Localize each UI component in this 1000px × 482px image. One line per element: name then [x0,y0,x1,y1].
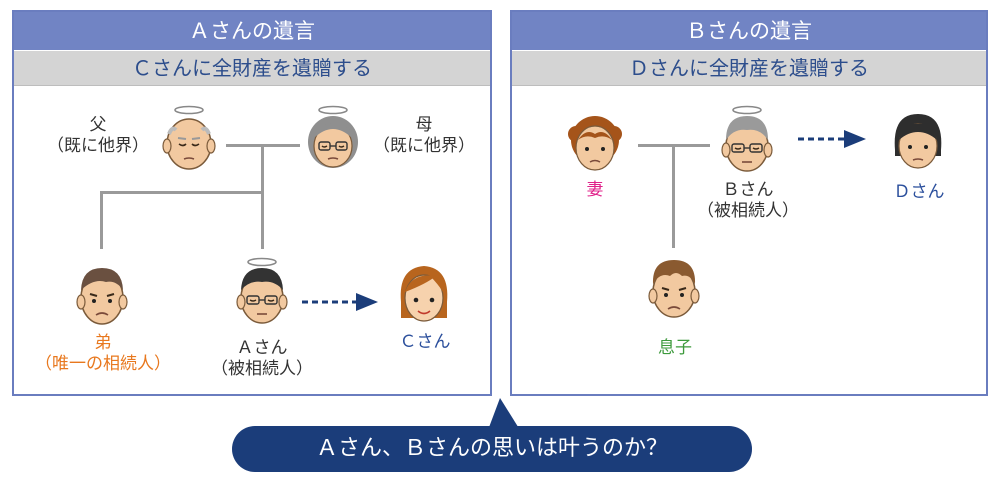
panel-b-will: Ｂさんの遺言 Ｄさんに全財産を遺贈する [510,10,988,396]
elderly-woman-deceased-icon [308,105,358,168]
man-face-icon [76,268,128,325]
panel-a-subheader: Ｃさんに全財産を遺贈する [14,50,490,86]
person-a-label: Ａさん （被相続人） [211,338,313,379]
man-glasses-deceased-icon [236,257,288,324]
panel-b-subheader: Ｄさんに全財産を遺贈する [512,50,986,86]
son-label: 息子 [658,338,692,358]
panel-b-header: Ｂさんの遺言 [512,12,986,50]
wife-label: 妻 [586,180,604,200]
tree-line-siblings [100,191,264,194]
woman-face-icon [568,116,622,171]
man-face-icon [894,114,942,169]
woman-face-icon [400,266,448,322]
dashed-arrow-icon [798,130,866,148]
mother-label: 母 （既に他界） [373,115,475,156]
elderly-man-deceased-icon [162,105,216,170]
panel-a-header: Ａさんの遺言 [14,12,490,50]
father-label: 父 （既に他界） [47,115,149,156]
panel-a-will: Ａさんの遺言 Ｃさんに全財産を遺贈する [12,10,492,396]
man-glasses-deceased-icon [721,105,773,172]
tree-line-brother-down [100,191,103,249]
tree-line-parents-down [261,144,264,249]
person-c-label: Ｃさん [399,332,451,352]
question-bubble: Ａさん、Ｂさんの思いは叶うのか？ [232,426,752,472]
boy-face-icon [648,260,700,318]
brother-label: 弟 （唯一の相続人） [35,333,171,374]
person-b-label: Ｂさん （被相続人） [697,180,799,221]
dashed-arrow-icon [302,293,378,311]
tree-line-son-down [672,144,675,248]
person-d-label: Ｄさん [893,182,945,202]
